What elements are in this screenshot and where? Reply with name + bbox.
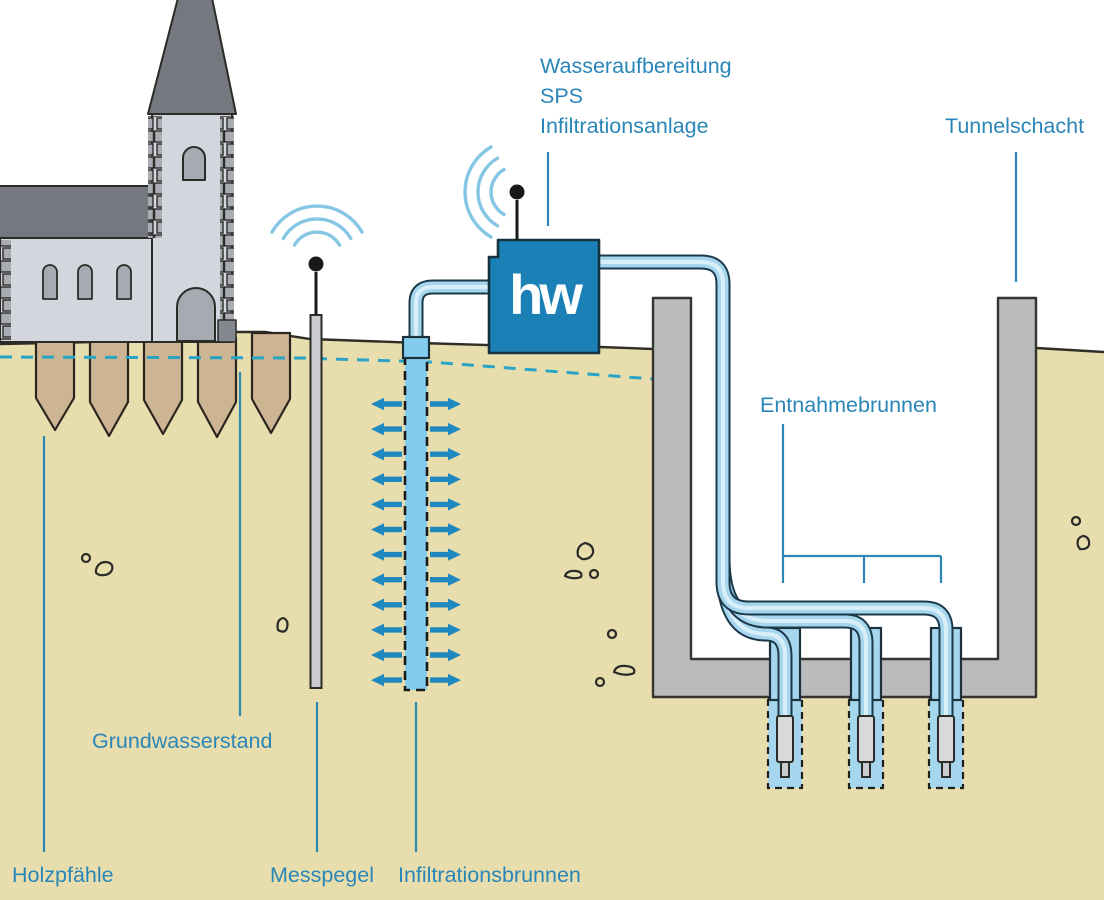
infiltration-arrow [371,623,402,637]
stone [80,552,92,564]
church-spire [147,0,237,115]
infiltration-arrow [371,498,402,511]
infiltration-arrow [371,573,402,586]
infiltration-arrow [371,648,402,662]
infiltration-arrow [430,598,461,611]
infiltration-arrow [371,448,402,461]
label-treatment-line3: Infiltrationsanlage [540,114,709,138]
treatment-box-body [487,238,601,355]
extraction-wells [597,254,965,790]
antenna-dot-icon [509,184,525,200]
infiltration-arrow [430,648,461,662]
infiltration-arrow [371,598,402,611]
infiltration-arrow [430,498,461,511]
infiltration-arrow [371,473,402,486]
leader-lines [42,152,1018,852]
church-nave-roof [0,185,154,239]
messpegel-gauge [270,204,364,689]
tower-quoins-right [220,116,234,340]
label-holzpfaehle: Holzpfähle [12,863,114,887]
well-pipes [597,254,954,720]
nave-window [77,264,93,300]
stone [612,664,636,676]
infiltration-arrow [430,673,461,687]
infiltration-arrow [371,523,402,536]
stone [576,541,595,561]
tower-window [182,146,206,181]
label-messpegel: Messpegel [270,863,374,887]
label-grundwasserstand: Grundwasserstand [92,729,272,753]
infiltration-arrow [430,573,461,586]
pump [857,715,875,778]
infiltration-arrow [430,523,461,536]
infiltration-dashed-outline [403,356,429,692]
tower-base-step [217,319,237,343]
radio-waves-icon [270,204,364,247]
infiltration-arrow [430,448,461,461]
nave-quoins-left [0,240,11,340]
antenna-dot-icon [308,256,324,272]
tower-quoins-left [148,116,162,238]
nave-window [116,264,132,300]
label-treatment-line2: SPS [540,84,583,108]
stone [588,568,600,580]
infiltration-arrow [430,473,461,486]
well-pumps [776,715,955,778]
infiltration-casing [401,335,431,360]
infiltration-arrow [371,548,402,561]
infiltration-well [371,279,494,692]
infiltration-arrows [371,397,461,687]
church [0,0,237,343]
infiltration-arrow [371,673,402,687]
leader-entnahmebrunnen-bracket [781,424,943,583]
infiltration-arrow [430,623,461,637]
stone [606,628,618,640]
stones [80,515,1091,688]
infiltration-arrow [430,397,461,411]
stone [1076,534,1091,551]
pipe-main-highlight [597,260,948,720]
pump [776,715,794,778]
pipe-infiltration-highlight [414,285,494,346]
groundwater-level-line [0,355,654,381]
labels: Wasseraufbereitung SPS Infiltrationsanla… [12,54,1084,887]
stone [276,616,289,633]
nave-window [42,264,58,300]
stone [594,676,606,688]
stone [94,560,114,577]
radio-waves-icon [463,145,506,239]
label-tunnelschacht: Tunnelschacht [945,114,1084,138]
infiltration-arrow [430,422,461,436]
messpegel-rod [309,314,323,689]
label-infiltrationsbrunnen: Infiltrationsbrunnen [398,863,581,887]
stone [563,569,583,580]
church-door [176,287,216,342]
stone [1070,515,1082,527]
infiltration-arrow [371,397,402,411]
label-treatment-line1: Wasseraufbereitung [540,54,732,78]
treatment-box: hw [463,145,601,355]
infiltration-arrow [430,548,461,561]
hw-logo: hw [509,263,583,326]
label-entnahmebrunnen: Entnahmebrunnen [760,393,937,417]
infiltration-column [405,356,427,690]
pump [937,715,955,778]
infiltration-arrow [371,422,402,436]
